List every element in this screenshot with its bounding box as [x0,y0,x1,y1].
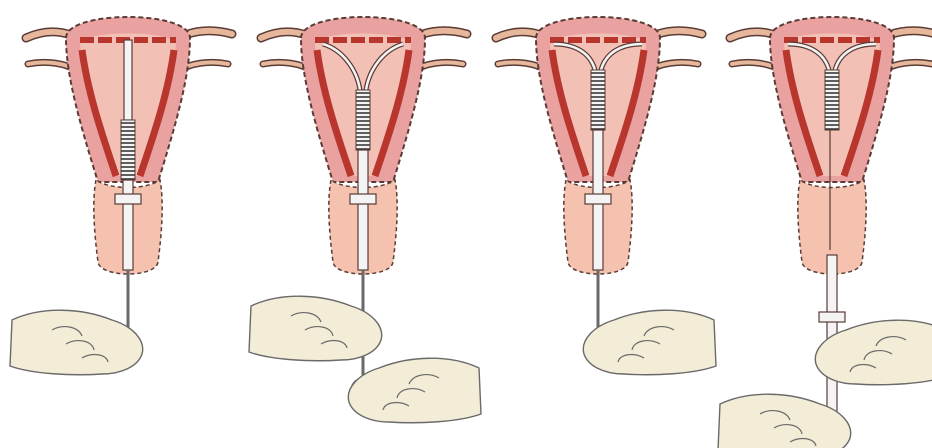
hand-pulling-plunger [348,358,481,422]
inserter-flange [350,194,376,204]
hand-holding-inserter [10,310,143,374]
hand-holding-inserter [583,310,716,374]
inserter-flange [115,194,141,204]
inserter-flange [585,194,611,204]
insertion-stage-1 [10,17,232,375]
insertion-stage-4 [718,17,932,448]
hand-holding-inserter-palm [583,310,716,374]
hand-holding-inserter-palm [10,310,143,374]
hand-pulling-plunger-palm [348,358,481,422]
insertion-stage-2 [249,17,481,423]
insertion-stage-3 [496,17,716,375]
inserter-tube [358,150,368,270]
inserter-flange [819,312,845,322]
iud-arms-folded [124,40,132,120]
